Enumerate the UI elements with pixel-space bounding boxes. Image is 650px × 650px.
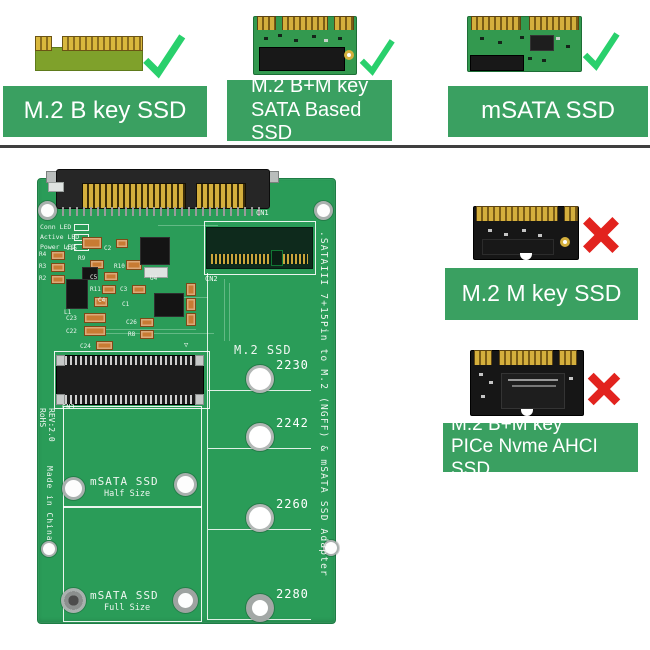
check-icon bbox=[359, 39, 395, 76]
rohs-text: RoHS bbox=[38, 408, 47, 428]
msata-slot-cn3 bbox=[56, 355, 204, 405]
ref-C24: C24 bbox=[80, 343, 91, 350]
label-msata: mSATA SSD bbox=[448, 86, 648, 137]
mount-hole bbox=[314, 201, 333, 220]
msata-half-size: Half Size bbox=[104, 489, 151, 499]
msata-slot-outline bbox=[54, 351, 210, 409]
check-icon bbox=[582, 32, 620, 71]
ref-C2: C2 bbox=[104, 245, 112, 252]
label-text-line1: M.2 B+M key bbox=[451, 413, 563, 435]
mount-hole bbox=[41, 541, 57, 557]
msata-half-outline bbox=[63, 406, 202, 508]
label-text: mSATA SSD bbox=[481, 97, 615, 125]
sata-data-pins bbox=[196, 183, 246, 209]
label-text-line2: SATA Based SSD bbox=[251, 98, 362, 145]
mount-hole bbox=[38, 201, 57, 220]
m2-slot-outline bbox=[204, 221, 316, 275]
cross-icon bbox=[583, 217, 619, 253]
ref-C4: C4 bbox=[98, 297, 106, 304]
ref-C26: C26 bbox=[126, 319, 137, 326]
cn2-label: CN2 bbox=[205, 275, 218, 283]
mount-label-2280: 2280 bbox=[276, 587, 309, 601]
check-icon bbox=[143, 34, 186, 79]
cn3-label: CN3 bbox=[62, 403, 75, 411]
m2-b-key-drawing bbox=[35, 36, 143, 71]
ref-C16: C16 bbox=[66, 245, 77, 252]
m2-bm-nvme-module bbox=[470, 350, 584, 416]
msata-full-hole bbox=[173, 588, 198, 613]
sata-power-pins bbox=[82, 183, 186, 209]
origin-text: Made in China bbox=[45, 466, 54, 542]
ref-U4: U4 bbox=[150, 275, 158, 282]
m2-bm-key-module bbox=[253, 16, 357, 75]
msata-full-label: mSATA SSD bbox=[90, 589, 159, 602]
ref-R8: R8 bbox=[128, 331, 136, 338]
label-text: M.2 B key SSD bbox=[23, 97, 187, 125]
led-label-conn: Conn LED bbox=[40, 223, 72, 231]
msata-half-hole bbox=[62, 477, 85, 500]
m2-slot-cn2 bbox=[206, 227, 313, 269]
msata-full-screw bbox=[61, 588, 86, 613]
ref-C22: C22 bbox=[66, 328, 77, 335]
cn1-label: CN1 bbox=[256, 209, 269, 217]
msata-half-label: mSATA SSD bbox=[90, 475, 159, 488]
standoff-hole-2242 bbox=[246, 423, 274, 451]
adapter-side-text: .SATAIII 7+15Pin to M.2 (NGFF) & mSATA S… bbox=[318, 231, 329, 577]
silkscreen-triangle: ▽ bbox=[184, 341, 189, 349]
label-m2-bm-sata: M.2 B+M key SATA Based SSD bbox=[227, 75, 392, 144]
msata-full-size: Full Size bbox=[104, 603, 151, 613]
standoff-hole-2230 bbox=[246, 365, 274, 393]
label-text-line2: PICe Nvme AHCI SSD bbox=[451, 436, 598, 480]
ref-R3: R3 bbox=[39, 263, 47, 270]
ref-R4: R4 bbox=[39, 251, 47, 258]
mount-label-2260: 2260 bbox=[276, 497, 309, 511]
ref-R11: R11 bbox=[90, 286, 101, 293]
mount-hole bbox=[323, 540, 339, 556]
led-label-power: Power LED bbox=[40, 243, 76, 251]
msata-full-outline bbox=[63, 506, 202, 622]
adapter-pcb: CN1 Conn LED Active LED Power LED bbox=[37, 169, 339, 624]
msata-half-hole bbox=[174, 473, 197, 496]
standoff-hole-2280 bbox=[246, 594, 274, 622]
section-divider bbox=[0, 145, 650, 148]
label-m2-bm-nvme: M.2 B+M key PICe Nvme AHCI SSD bbox=[443, 414, 638, 480]
ref-C5: C5 bbox=[90, 274, 98, 281]
label-text: M.2 M key SSD bbox=[461, 280, 622, 307]
ref-C23: C23 bbox=[66, 315, 77, 322]
mount-label-2242: 2242 bbox=[276, 416, 309, 430]
ref-C1: C1 bbox=[122, 301, 130, 308]
rev-text: REV:2.0 bbox=[47, 408, 56, 442]
standoff-hole-2260 bbox=[246, 504, 274, 532]
label-m2-m-key: M.2 M key SSD bbox=[445, 268, 638, 320]
ref-C3: C3 bbox=[120, 286, 128, 293]
m2-area-label: M.2 SSD bbox=[234, 343, 292, 357]
label-text-line1: M.2 B+M key bbox=[251, 75, 369, 98]
ref-R2: R2 bbox=[39, 275, 47, 282]
ref-L1: L1 bbox=[64, 309, 72, 316]
ref-R10: R10 bbox=[114, 263, 125, 270]
led-label-active: Active LED bbox=[40, 233, 80, 241]
m2-m-key-module bbox=[473, 206, 579, 260]
ref-R9: R9 bbox=[78, 255, 86, 262]
cross-icon bbox=[587, 372, 621, 406]
mount-label-2230: 2230 bbox=[276, 358, 309, 372]
msata-module bbox=[467, 16, 582, 72]
label-m2-b-key: M.2 B key SSD bbox=[3, 86, 207, 137]
